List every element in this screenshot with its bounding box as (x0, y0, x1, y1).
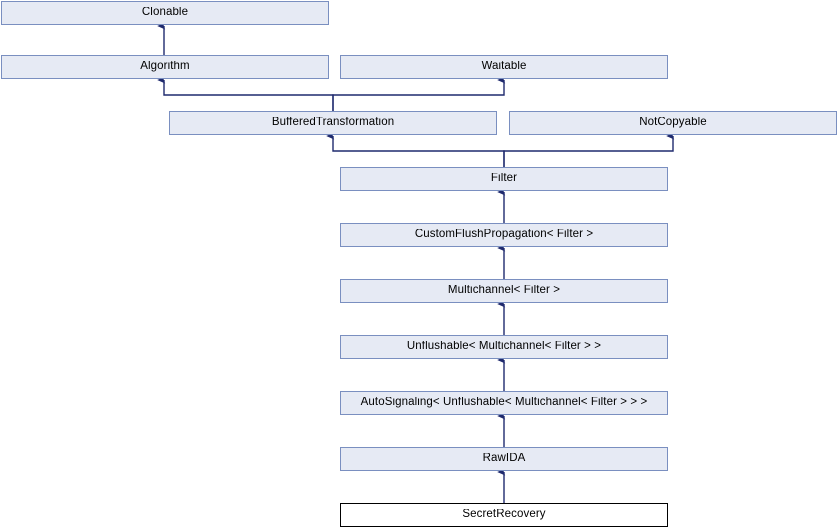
class-node-bufferedtransformation[interactable]: BufferedTransformation (169, 111, 497, 135)
class-node-label: Algorithm (140, 61, 190, 73)
class-node-label: Multichannel< Filter > (447, 285, 561, 297)
class-node-secretrecovery[interactable]: SecretRecovery (340, 503, 668, 527)
class-node-label: Clonable (141, 7, 189, 19)
class-node-label: AutoSignaling< Unflushable< Multichannel… (360, 397, 648, 409)
class-node-label: CustomFlushPropagation< Filter > (414, 229, 594, 241)
class-node-label: SecretRecovery (462, 509, 546, 521)
class-node-multichannel[interactable]: Multichannel< Filter > (340, 279, 668, 303)
class-node-label: Unflushable< Multichannel< Filter > > (406, 341, 602, 353)
class-node-label: RawIDA (482, 453, 526, 465)
inheritance-edge-bufferedtransformation-to-algorithm (157, 76, 334, 111)
class-node-label: NotCopyable (639, 117, 707, 129)
class-node-filter[interactable]: Filter (340, 167, 668, 191)
class-node-label: BufferedTransformation (271, 117, 395, 129)
class-node-unflushable[interactable]: Unflushable< Multichannel< Filter > > (340, 335, 668, 359)
class-node-clonable[interactable]: Clonable (1, 1, 329, 25)
class-node-label: Filter (490, 173, 518, 185)
inheritance-edge-filter-to-notcopyable (503, 132, 675, 167)
class-node-algorithm[interactable]: Algorithm (1, 55, 329, 79)
inheritance-edge-filter-to-bufferedtransformation (326, 132, 505, 167)
class-node-label: Waitable (481, 61, 527, 73)
class-node-customflushpropagation[interactable]: CustomFlushPropagation< Filter > (340, 223, 668, 247)
class-node-waitable[interactable]: Waitable (340, 55, 668, 79)
edge-group (157, 22, 675, 503)
class-node-rawida[interactable]: RawIDA (340, 447, 668, 471)
class-node-autosignaling[interactable]: AutoSignaling< Unflushable< Multichannel… (340, 391, 668, 415)
class-node-notcopyable[interactable]: NotCopyable (509, 111, 837, 135)
inheritance-edge-bufferedtransformation-to-waitable (332, 76, 506, 111)
